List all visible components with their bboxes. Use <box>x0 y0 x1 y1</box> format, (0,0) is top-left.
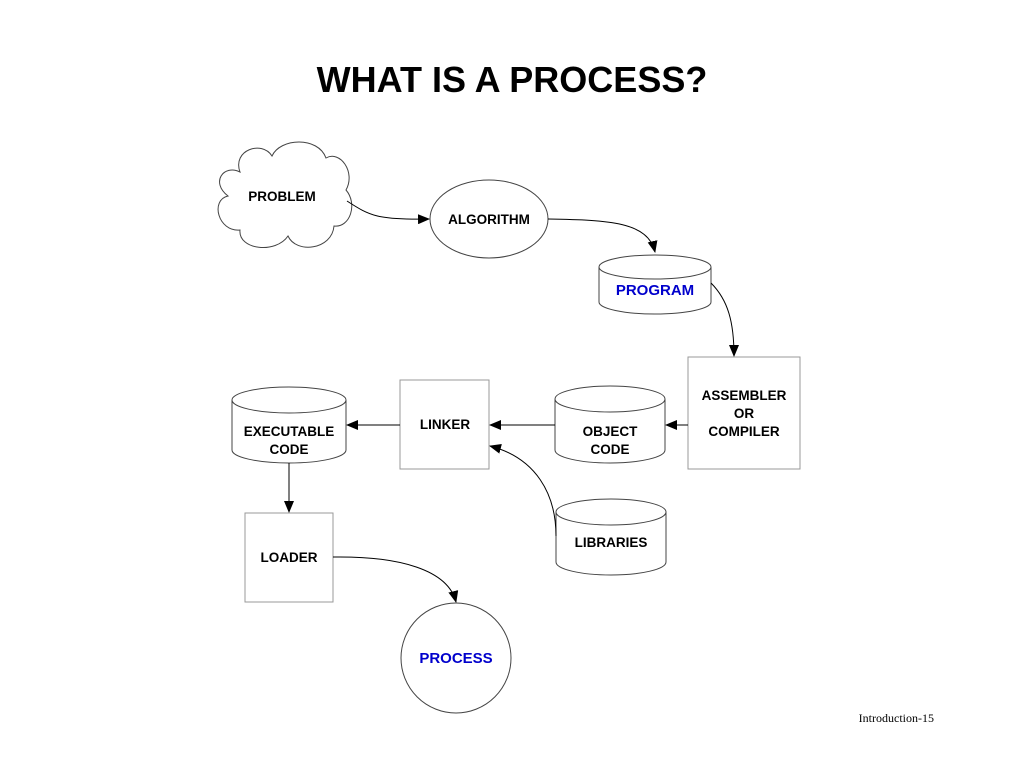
object-code-label-line-2: CODE <box>590 442 629 457</box>
arrow-program-to-assembler <box>710 282 739 357</box>
problem-label: PROBLEM <box>248 189 316 204</box>
linker-label: LINKER <box>420 417 471 432</box>
box-shape <box>399 379 490 470</box>
arrow-problem-to-algorithm <box>346 200 430 225</box>
cylinder-shape <box>555 498 667 576</box>
cylinder-shape <box>554 385 666 464</box>
arrow-algorithm-to-program <box>547 218 658 253</box>
cylinder-rim <box>554 398 666 413</box>
linker-node: LINKER <box>399 379 490 470</box>
executable-code-label-line-2: CODE <box>269 442 308 457</box>
algorithm-label: ALGORITHM <box>448 212 530 227</box>
program-node: PROGRAM <box>598 254 712 315</box>
object-code-label-line-1: OBJECT <box>583 424 639 439</box>
assembler-compiler-node: ASSEMBLER OR COMPILER <box>687 356 801 470</box>
loader-label: LOADER <box>261 550 318 565</box>
process-node: PROCESS <box>400 602 512 714</box>
cloud-shape <box>217 141 353 248</box>
assembler-label-line-2: OR <box>734 406 755 421</box>
program-label: PROGRAM <box>616 282 694 299</box>
algorithm-node: ALGORITHM <box>429 179 549 259</box>
slide-footer: Introduction-15 <box>859 711 934 725</box>
arrow-libraries-to-linker <box>489 443 557 537</box>
circle-shape <box>400 602 512 714</box>
cylinder-rim <box>598 266 712 280</box>
box-shape <box>687 356 801 470</box>
assembler-label-line-1: ASSEMBLER <box>702 388 787 403</box>
libraries-node: LIBRARIES <box>555 498 667 576</box>
box-shape <box>244 512 334 603</box>
executable-code-label-line-1: EXECUTABLE <box>244 424 335 439</box>
libraries-label: LIBRARIES <box>575 535 648 550</box>
loader-node: LOADER <box>244 512 334 603</box>
problem-node: PROBLEM <box>217 141 353 248</box>
object-code-node: OBJECT CODE <box>554 385 666 464</box>
cylinder-shape <box>598 254 712 315</box>
cylinder-shape <box>231 386 347 464</box>
arrow-loader-to-process <box>332 556 459 603</box>
cylinder-rim <box>231 399 347 414</box>
page-title: WHAT IS A PROCESS? <box>317 59 708 100</box>
assembler-label-line-3: COMPILER <box>708 424 780 439</box>
process-label: PROCESS <box>419 650 492 667</box>
cylinder-rim <box>555 511 667 526</box>
executable-code-node: EXECUTABLE CODE <box>231 386 347 464</box>
